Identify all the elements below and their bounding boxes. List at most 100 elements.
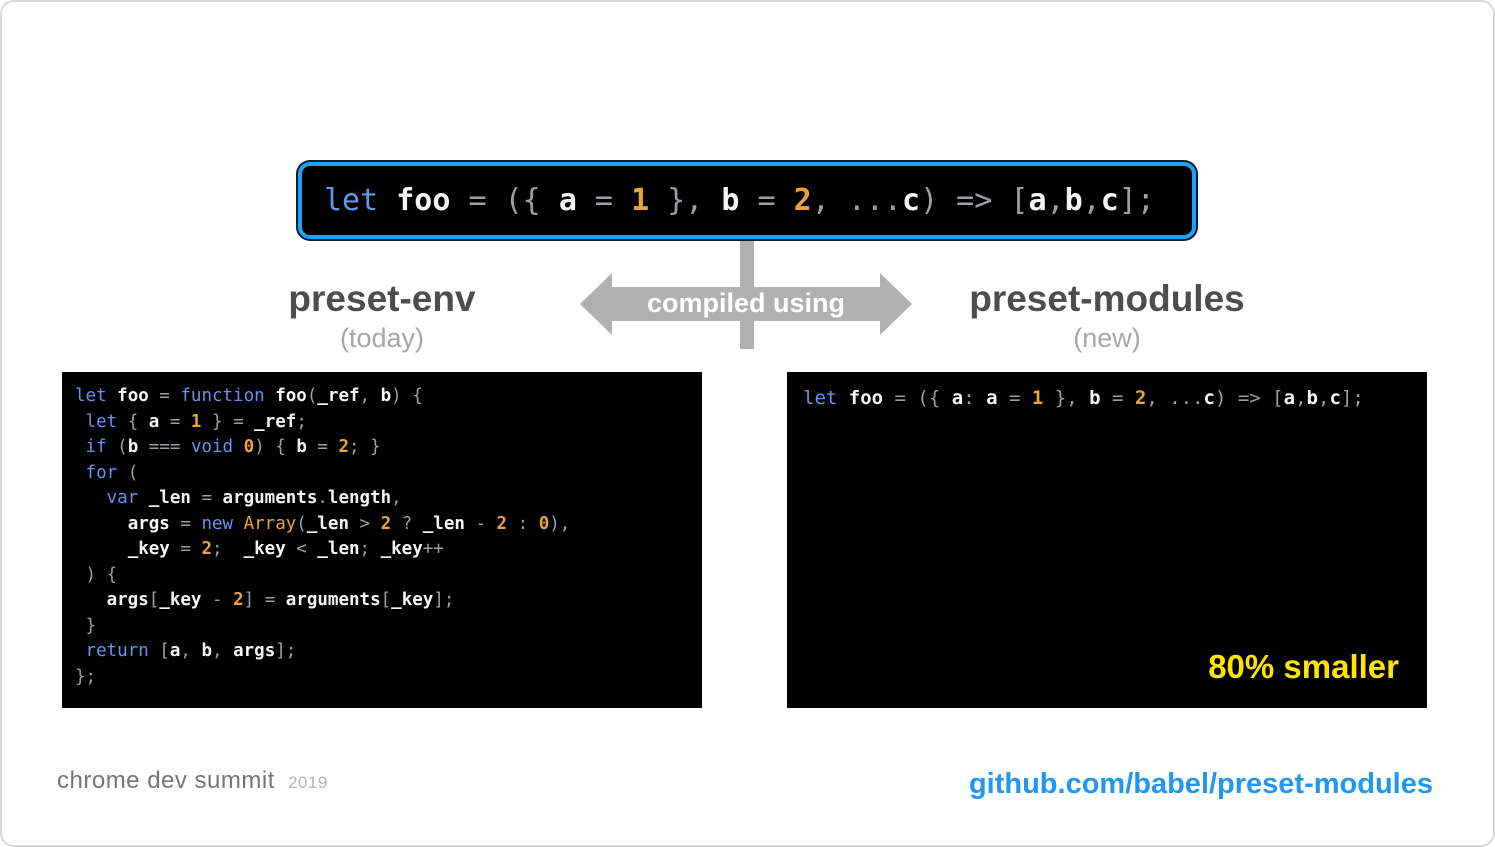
code-token: = (159, 411, 191, 432)
code-token: = (306, 437, 339, 457)
code-token (233, 437, 244, 457)
code-token: 0 (538, 513, 550, 534)
code-token: _ref (254, 411, 297, 432)
code-token: ) => [ (1214, 387, 1284, 409)
preset-modules-subtitle: (new) (1073, 323, 1141, 353)
code-token (75, 412, 86, 432)
code-token: let (324, 183, 379, 218)
code-token: arguments (285, 590, 381, 610)
code-token: = (190, 488, 223, 508)
preset-modules-code: let foo = ({ a: a = 1 }, b = 2, ...c) =>… (803, 385, 1427, 411)
arrow-body (608, 287, 884, 321)
code-token: c (902, 183, 921, 218)
code-token (75, 514, 128, 534)
code-line: _key = 2; _key < _len; _key++ (75, 537, 702, 563)
preset-env-subtitle: (today) (339, 323, 425, 353)
code-token (837, 387, 848, 409)
code-token: a (169, 641, 181, 661)
code-token: 1 (631, 183, 650, 218)
code-token: ( (306, 386, 318, 406)
code-line: let foo = function foo(_ref, b) { (75, 384, 702, 410)
code-token: = (739, 183, 794, 218)
code-token: 0 (243, 437, 255, 457)
code-token (107, 386, 118, 406)
code-token: return (85, 641, 149, 661)
code-token: }, (1043, 387, 1090, 409)
code-token: 2 (338, 437, 350, 457)
code-token: let (803, 387, 838, 409)
code-token: 2 (201, 539, 212, 559)
code-token: Array (243, 513, 297, 534)
code-token: a (558, 183, 577, 218)
code-token: args (127, 513, 170, 534)
code-token: _len (306, 513, 349, 534)
code-token: 2 (1134, 387, 1147, 409)
code-token: = (148, 386, 181, 406)
preset-env-title: preset-env (288, 278, 476, 319)
code-token: 2 (233, 590, 244, 610)
code-token: [ (148, 641, 170, 661)
code-token: a (1028, 183, 1047, 218)
code-token: var (106, 488, 139, 508)
code-line: let foo = ({ a = 1 }, b = 2, ...c) => [a… (324, 183, 1155, 218)
preset-env-code-block: let foo = function foo(_ref, b) { let { … (62, 372, 702, 708)
code-token: length (327, 488, 392, 508)
code-line: }; (75, 665, 702, 691)
preset-modules-title: preset-modules (969, 278, 1245, 319)
code-token: ? (391, 513, 423, 534)
code-token: , (359, 386, 381, 406)
code-token (138, 488, 149, 508)
code-token: a (1283, 387, 1296, 409)
code-token: ; (359, 539, 381, 559)
compiled-using-label: compiled using (646, 287, 846, 318)
code-token: b (1306, 387, 1318, 409)
code-token: ]; (1340, 387, 1364, 409)
code-token: , (1295, 387, 1307, 409)
code-token: , (1046, 183, 1065, 218)
code-token: ) { (391, 386, 423, 406)
code-token: ) { (254, 437, 297, 457)
code-token: foo (396, 183, 451, 218)
code-token: < (285, 539, 318, 559)
code-line: return [a, b, args]; (75, 639, 702, 665)
code-token: c (1329, 387, 1341, 409)
code-token: ++ (422, 539, 444, 559)
size-badge: 80% smaller (1208, 648, 1399, 685)
code-token: = (997, 387, 1032, 409)
code-token: if (85, 437, 107, 457)
code-token: { (117, 411, 149, 432)
compiled-using-arrow: compiled using (580, 273, 912, 335)
code-token: }; (75, 666, 97, 687)
code-token: void (190, 437, 234, 457)
code-token: , ... (811, 183, 902, 218)
arrow-left-head-icon (580, 273, 612, 335)
code-token: _key (159, 590, 202, 610)
code-token: let (85, 411, 118, 432)
github-link[interactable]: github.com/babel/preset-modules (968, 768, 1433, 800)
code-line: let { a = 1 } = _ref; (75, 410, 702, 436)
code-token (233, 514, 244, 534)
code-token: _key (127, 539, 170, 559)
code-token (75, 463, 86, 483)
code-token: b (1089, 387, 1101, 409)
code-token: ] = (243, 590, 286, 610)
code-line: ) { (75, 563, 702, 589)
code-token: - (201, 590, 234, 610)
code-token: _len (422, 513, 465, 534)
code-token: ) { (75, 564, 118, 585)
code-token: c (1203, 387, 1215, 409)
code-token: let (75, 386, 107, 406)
code-token: ; } (349, 437, 381, 457)
preset-modules-code-block: let foo = ({ a: a = 1 }, b = 2, ...c) =>… (787, 372, 1427, 708)
code-token: foo (117, 386, 149, 406)
code-token: new (201, 513, 234, 534)
code-token: ; (296, 411, 307, 432)
code-token: = ({ (883, 387, 952, 409)
code-token: _key (391, 590, 434, 610)
code-token: , ... (1146, 387, 1204, 409)
preset-env-header: preset-env (today) (62, 278, 702, 354)
logo-text: chrome dev summit (57, 767, 275, 794)
code-token: a (951, 387, 964, 409)
arrow-right-head-icon (880, 273, 912, 335)
